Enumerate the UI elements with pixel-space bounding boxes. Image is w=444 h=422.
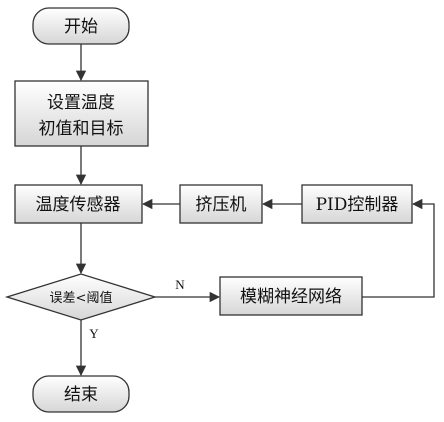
start-node: 开始 — [32, 7, 130, 45]
edge-label-yes: Y — [89, 326, 99, 341]
setup-label-line2: 初值和目标 — [39, 119, 124, 139]
sensor-node: 温度传感器 — [14, 184, 143, 224]
fuzzy-label: 模糊神经网络 — [240, 287, 342, 307]
sensor-label: 温度传感器 — [36, 195, 121, 215]
extruder-label: 挤压机 — [196, 195, 247, 215]
decision-node: 误差<阈值 — [4, 273, 158, 321]
fuzzy-node: 模糊神经网络 — [219, 276, 363, 316]
pid-label: PID控制器 — [316, 195, 399, 215]
setup-node: 设置温度 初值和目标 — [14, 80, 149, 147]
end-node: 结束 — [32, 375, 130, 413]
edge-fuzzy-to-pid — [362, 198, 435, 298]
start-label: 开始 — [64, 17, 98, 37]
decision-label: 误差<阈值 — [50, 290, 113, 306]
edge-label-no: N — [175, 277, 185, 292]
extruder-node: 挤压机 — [179, 184, 263, 224]
end-label: 结束 — [64, 385, 98, 405]
pid-node: PID控制器 — [301, 184, 413, 224]
setup-label-line1: 设置温度 — [47, 93, 115, 113]
